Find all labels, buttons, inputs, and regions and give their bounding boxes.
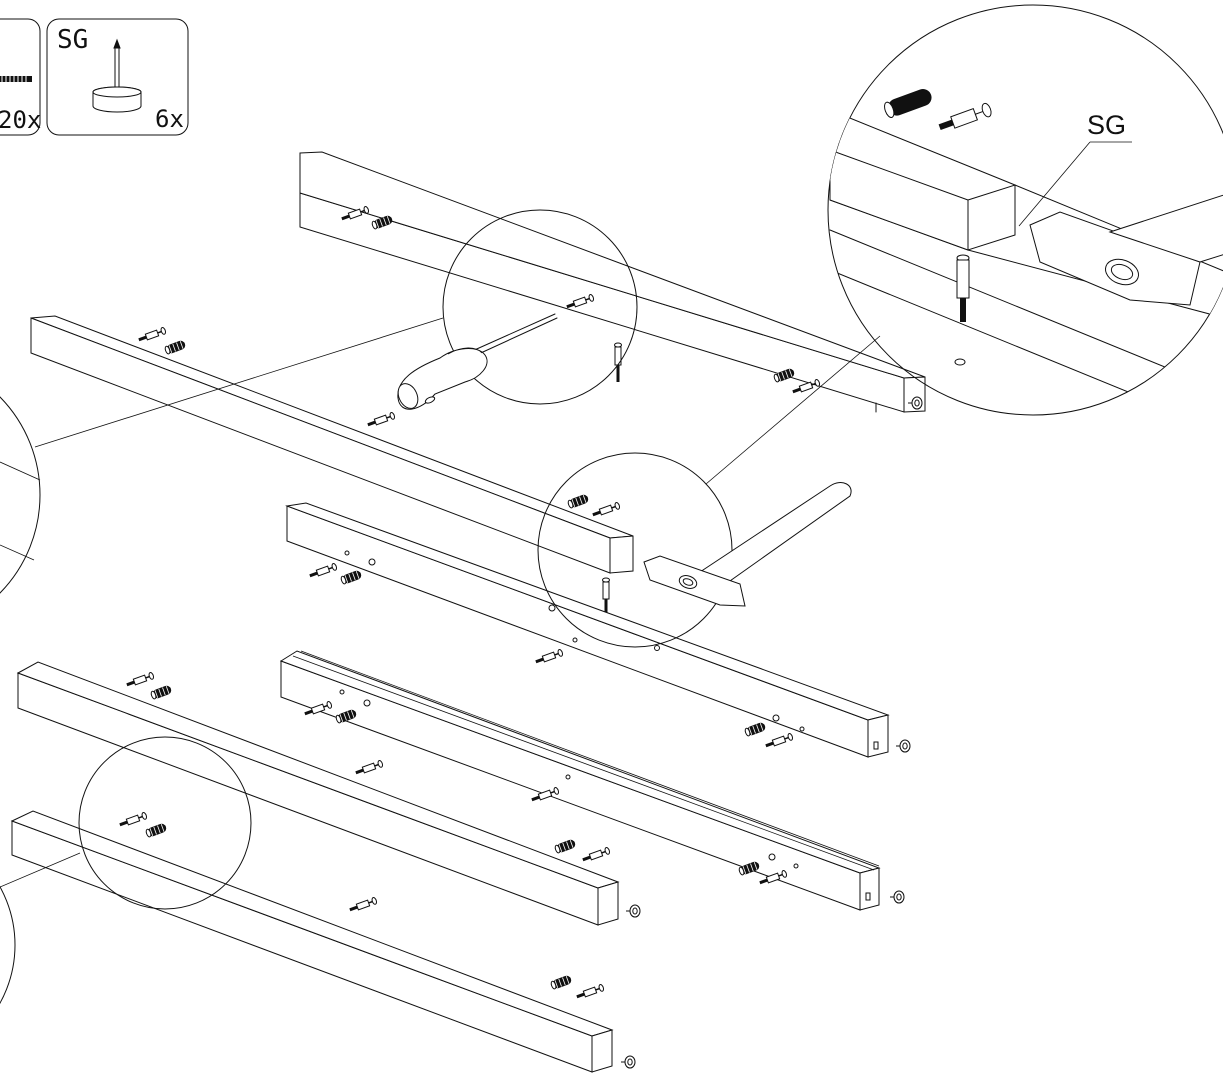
cam-lock (889, 890, 905, 904)
partial-callout-left-upper (0, 396, 41, 594)
vertical-cam-bolt (602, 577, 610, 614)
partial-callout-left-lower (0, 885, 16, 1005)
screwdriver-icon (397, 313, 558, 410)
cam-bolt (117, 810, 149, 830)
sg-detail-label: SG (1087, 110, 1126, 140)
cam-bolt (136, 325, 168, 345)
cam-bolt (347, 895, 379, 915)
dowel (553, 838, 577, 855)
cam-bolt (353, 758, 385, 778)
cam-bolt (307, 561, 339, 581)
beam-5 (16, 661, 620, 926)
dowel-detail-callout (0, 736, 252, 910)
beam-2 (30, 315, 634, 574)
beam-1 (299, 151, 926, 413)
dowel (549, 974, 573, 991)
vertical-cam-bolt (614, 342, 622, 382)
screwdriver-callout (34, 209, 638, 448)
screw-quantity: 20x (0, 106, 41, 134)
cam-bolt (574, 982, 606, 1002)
cam-bolt (124, 670, 156, 690)
dowel (163, 339, 187, 356)
beam-4 (279, 650, 881, 911)
dowel (149, 684, 173, 701)
dowel (743, 721, 767, 738)
dowel (884, 89, 932, 118)
cam-bolt (938, 102, 992, 131)
cam-bolt (590, 500, 622, 520)
cam-lock (625, 904, 641, 918)
cam-bolt (580, 845, 612, 865)
dowel (339, 569, 363, 586)
beam-6 (10, 810, 614, 1073)
glide-part-box: SG 6x (46, 18, 189, 136)
dowel (566, 493, 590, 510)
cam-lock (895, 739, 911, 753)
glide-quantity: 6x (155, 105, 184, 133)
cam-bolt (533, 647, 565, 667)
hammer-icon (1029, 179, 1223, 306)
hammer-callout (537, 335, 881, 648)
glide-nail-icon (92, 38, 142, 113)
parts-panel: 20x SG 6x (0, 18, 189, 136)
cam-lock (620, 1055, 636, 1069)
sg-detail-callout: SG (827, 4, 1223, 416)
beam-3 (285, 502, 890, 758)
hammer-icon (643, 482, 852, 607)
dowel (144, 822, 168, 839)
screw-part-box: 20x (0, 18, 41, 136)
cam-bolt (763, 731, 795, 751)
glide-part-code: SG (57, 25, 88, 55)
vertical-cam-bolt (956, 254, 970, 322)
screw-icon (0, 75, 32, 83)
cam-bolt (365, 410, 397, 430)
